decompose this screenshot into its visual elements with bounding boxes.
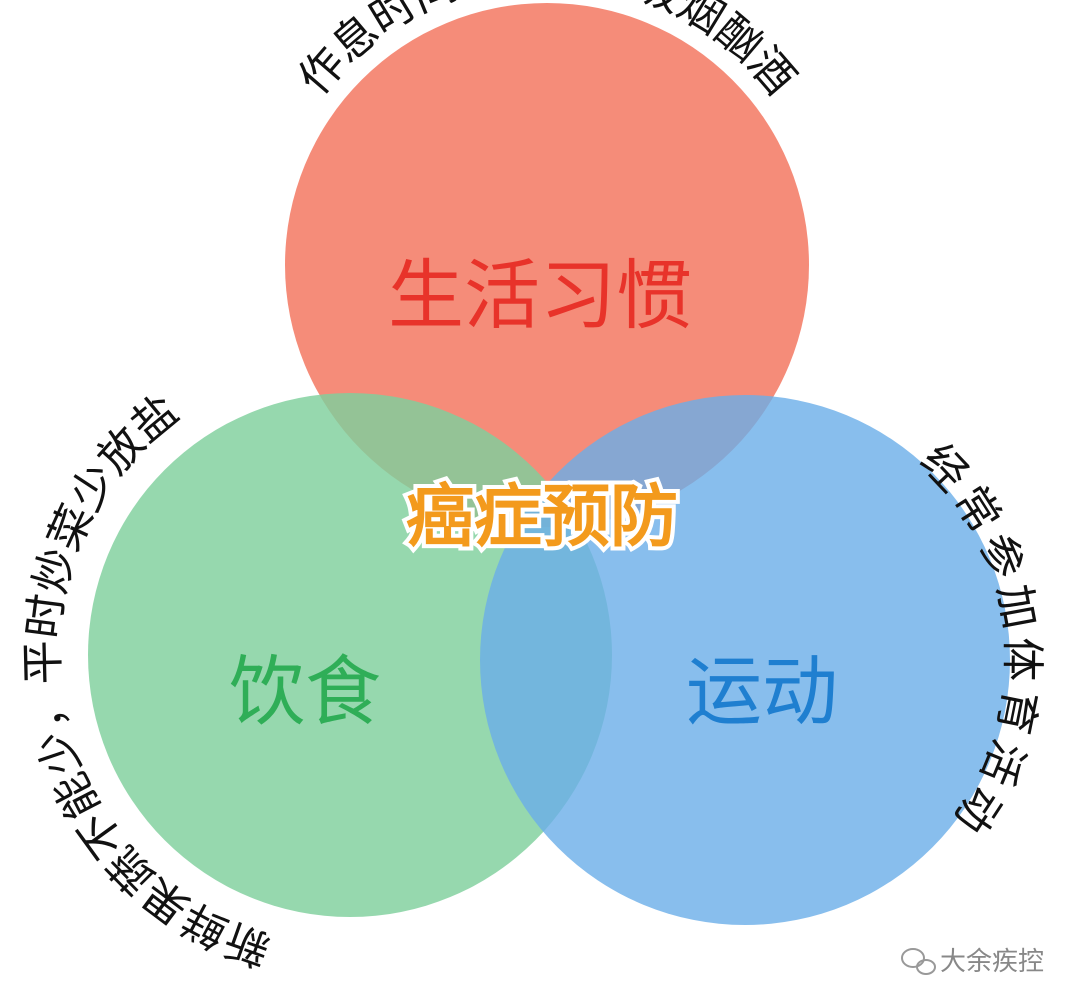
exercise-label: 运动	[686, 647, 838, 736]
center-title: 癌症预防	[406, 478, 678, 557]
circle-diet	[88, 393, 612, 917]
circle-exercise	[480, 395, 1010, 925]
lifestyle-label: 生活习惯	[388, 251, 692, 340]
wechat-icon	[901, 948, 936, 975]
circle-lifestyle	[285, 3, 809, 527]
diet-label: 饮食	[229, 647, 381, 736]
watermark-text: 大余疾控	[940, 947, 1044, 977]
